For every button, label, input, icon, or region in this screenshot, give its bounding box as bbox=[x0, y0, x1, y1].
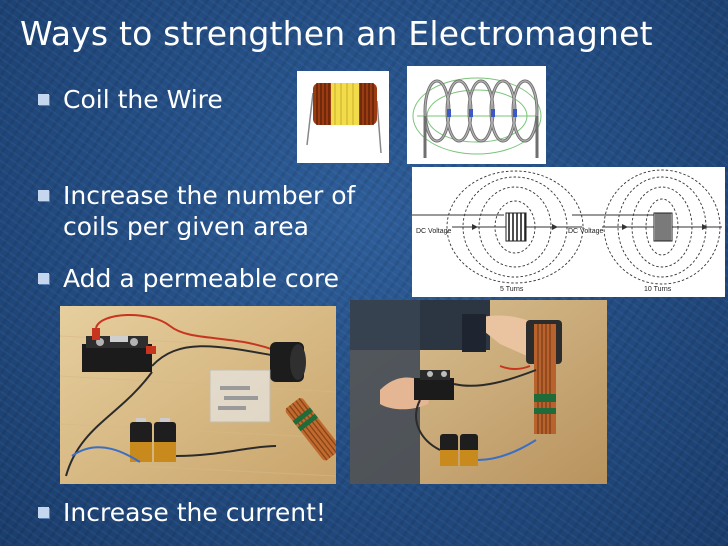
diagram-turns-right: 10 Turns bbox=[644, 286, 672, 293]
bullet-increase-current: Increase the current! bbox=[38, 497, 438, 528]
bullet-text: Increase the number of coils per given a… bbox=[63, 181, 356, 241]
circuit-photo-left bbox=[60, 306, 336, 484]
bullet-coil-wire: Coil the Wire bbox=[38, 84, 298, 115]
bullet-marker-icon bbox=[38, 273, 49, 284]
bullet-text: Increase the current! bbox=[63, 498, 326, 527]
bullet-text: Add a permeable core bbox=[63, 264, 340, 293]
bullet-increase-coils: Increase the number of coils per given a… bbox=[38, 180, 408, 242]
bullet-text: Coil the Wire bbox=[63, 85, 223, 114]
diagram-label-left: DC Voltage bbox=[416, 228, 452, 235]
diagram-turns-left: 5 Turns bbox=[500, 286, 524, 293]
slide-title: Ways to strengthen an Electromagnet bbox=[20, 14, 653, 53]
coil-image bbox=[297, 71, 389, 163]
bullet-marker-icon bbox=[38, 507, 49, 518]
bullet-permeable-core: Add a permeable core bbox=[38, 263, 408, 294]
diagram-label-right: DC Voltage bbox=[568, 228, 604, 235]
circuit-photo-right bbox=[350, 300, 607, 484]
bullet-marker-icon bbox=[38, 190, 49, 201]
bullet-marker-icon bbox=[38, 94, 49, 105]
helix-field-diagram bbox=[407, 66, 546, 164]
turns-comparison-diagram: DC Voltage DC Voltage 5 Turns 10 Turns bbox=[412, 167, 725, 297]
